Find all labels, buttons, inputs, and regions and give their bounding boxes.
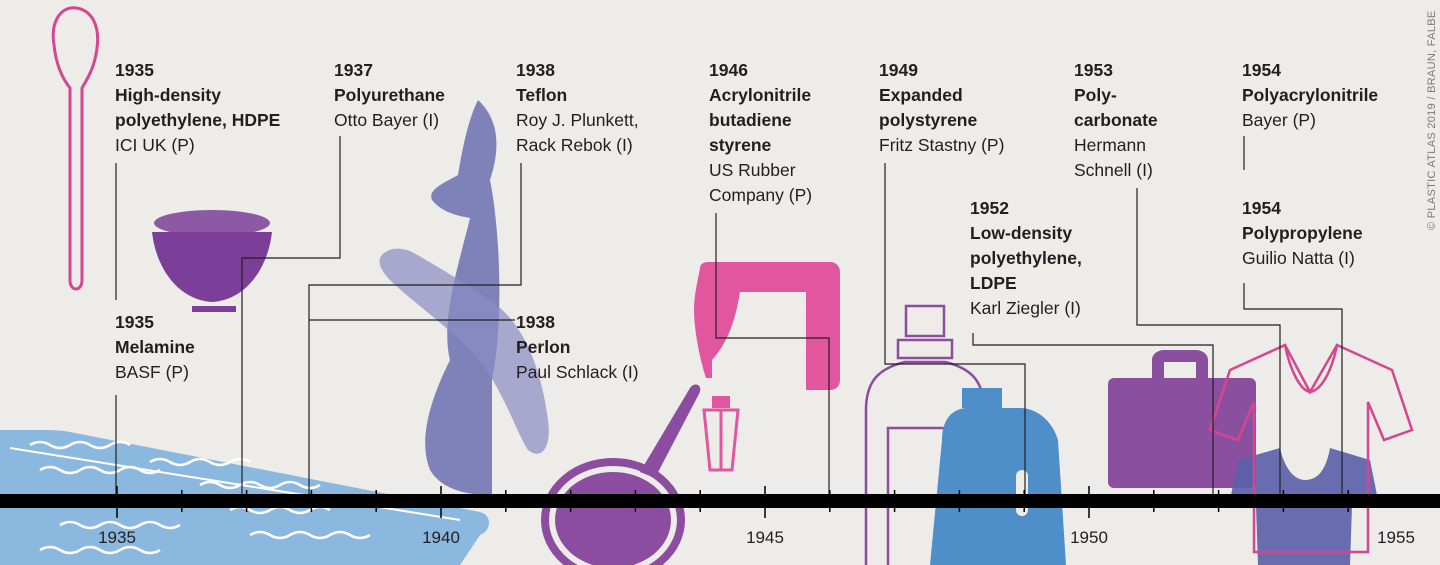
event-name: Expanded <box>879 85 963 105</box>
event-name: Teflon <box>516 85 568 105</box>
event-year: 1935 <box>115 60 154 80</box>
mixing-bowl-icon <box>152 210 272 312</box>
event-name: Poly- <box>1074 85 1117 105</box>
event-name: Polypropylene <box>1242 223 1363 243</box>
stockings-legs-icon <box>379 100 549 495</box>
event-melamine: 1935 Melamine BASF (P) <box>115 310 195 385</box>
event-name: Melamine <box>115 337 195 357</box>
connector-lines <box>115 136 1343 500</box>
year-label-1955: 1955 <box>1377 528 1415 547</box>
event-year: 1946 <box>709 60 748 80</box>
event-name: High-density <box>115 85 221 105</box>
hand-mixer-icon <box>694 262 840 472</box>
event-abs: 1946 Acrylonitrile butadiene styrene US … <box>709 58 812 208</box>
event-perlon: 1938 Perlon Paul Schlack (I) <box>516 310 639 385</box>
spoon-icon <box>51 6 100 291</box>
year-label-1940: 1940 <box>422 528 460 547</box>
event-source: ICI UK (P) <box>115 135 195 155</box>
event-year: 1952 <box>970 198 1009 218</box>
event-name: Perlon <box>516 337 571 357</box>
event-hdpe: 1935 High-density polyethylene, HDPE ICI… <box>115 58 280 158</box>
event-polyurethane: 1937 Polyurethane Otto Bayer (I) <box>334 58 445 133</box>
event-source: Hermann <box>1074 135 1146 155</box>
event-year: 1937 <box>334 60 373 80</box>
event-name: butadiene <box>709 110 792 130</box>
t-shirt-outline-icon <box>1208 343 1414 554</box>
suitcase-icon <box>1108 350 1256 488</box>
copyright-credit: © PLASTIC ATLAS 2019 / BRAUN, FALBE <box>1426 10 1438 230</box>
event-source: Schnell (I) <box>1074 160 1153 180</box>
event-source: Paul Schlack (I) <box>516 362 639 382</box>
event-source: Fritz Stastny (P) <box>879 135 1005 155</box>
event-name: Low-density <box>970 223 1073 243</box>
event-ldpe: 1952 Low-density polyethylene, LDPE Karl… <box>970 196 1082 321</box>
year-label-1945: 1945 <box>746 528 784 547</box>
event-source: Bayer (P) <box>1242 110 1316 130</box>
detergent-jug-icon <box>930 388 1066 565</box>
event-name: LDPE <box>970 273 1017 293</box>
event-eps: 1949 Expanded polystyrene Fritz Stastny … <box>879 58 1004 158</box>
event-name: styrene <box>709 135 772 155</box>
event-name: polystyrene <box>879 110 978 130</box>
event-name: carbonate <box>1074 110 1158 130</box>
event-name: polyethylene, HDPE <box>115 110 281 130</box>
year-label-1935: 1935 <box>98 528 136 547</box>
event-name: polyethylene, <box>970 248 1082 268</box>
year-label-1950: 1950 <box>1070 528 1108 547</box>
timeline-ticks <box>116 486 1349 518</box>
event-source: Guilio Natta (I) <box>1242 248 1355 268</box>
event-year: 1938 <box>516 312 555 332</box>
event-teflon: 1938 Teflon Roy J. Plunkett, Rack Rebok … <box>516 58 639 158</box>
frying-pan-icon <box>541 384 701 565</box>
event-polyacrylonitrile: 1954 Polyacrylonitrile Bayer (P) <box>1242 58 1378 133</box>
event-year: 1938 <box>516 60 555 80</box>
event-year: 1935 <box>115 312 154 332</box>
event-name: Polyacrylonitrile <box>1242 85 1379 105</box>
event-source: Karl Ziegler (I) <box>970 298 1081 318</box>
event-year: 1949 <box>879 60 918 80</box>
event-source: Company (P) <box>709 185 813 205</box>
event-source: Rack Rebok (I) <box>516 135 633 155</box>
event-year: 1953 <box>1074 60 1113 80</box>
event-polycarbonate: 1953 Poly- carbonate Hermann Schnell (I) <box>1074 58 1158 183</box>
event-year: 1954 <box>1242 60 1281 80</box>
event-name: Polyurethane <box>334 85 445 105</box>
event-year: 1954 <box>1242 198 1281 218</box>
event-name: Acrylonitrile <box>709 85 812 105</box>
event-source: US Rubber <box>709 160 796 180</box>
event-polypropylene: 1954 Polypropylene Guilio Natta (I) <box>1242 196 1363 271</box>
event-source: BASF (P) <box>115 362 189 382</box>
timeline-axis <box>0 494 1440 508</box>
event-source: Otto Bayer (I) <box>334 110 440 130</box>
event-source: Roy J. Plunkett, <box>516 110 639 130</box>
